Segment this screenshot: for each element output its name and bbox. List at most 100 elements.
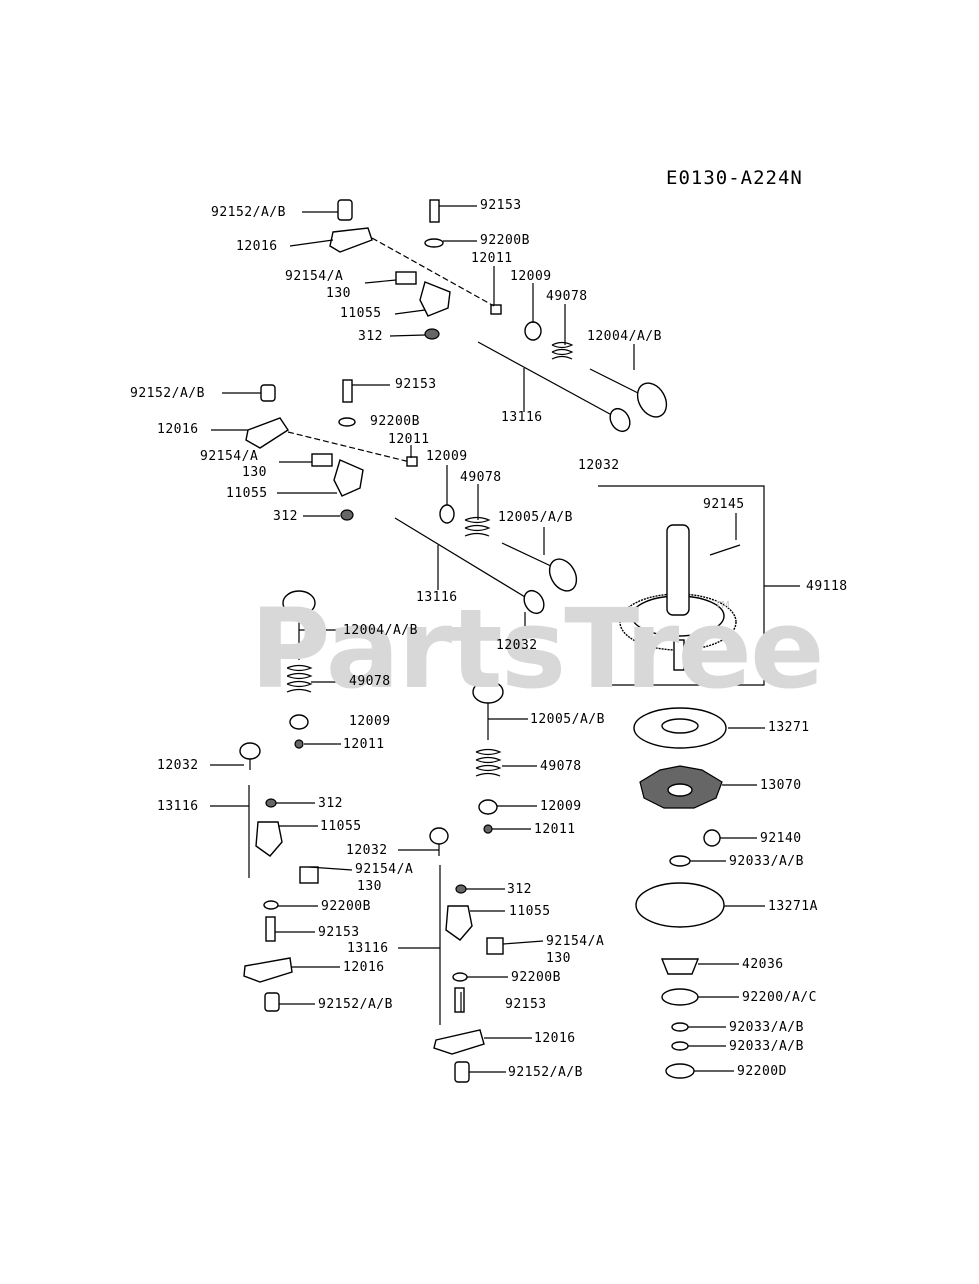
part-label: 12009 — [540, 799, 582, 814]
rocker-pivot-part — [260, 384, 276, 402]
rocker-assembly-middle — [245, 379, 578, 615]
part-label: 12032 — [157, 758, 199, 773]
part-label: 12011 — [534, 822, 576, 837]
part-label: 92152/A/B — [130, 386, 205, 401]
cap-part — [490, 304, 502, 315]
valve-head-part — [636, 382, 668, 418]
part-label: 92200B — [321, 899, 371, 914]
rocker-bracket-part — [445, 905, 473, 941]
part-label: 11055 — [509, 904, 551, 919]
push-rod-part — [477, 341, 631, 426]
lifter-part — [429, 827, 449, 845]
part-label: 49078 — [349, 674, 391, 689]
part-label: 12009 — [426, 449, 468, 464]
rocker-arm-part — [433, 1029, 485, 1055]
part-label: 92152/A/B — [318, 997, 393, 1012]
adjust-screw-part — [342, 379, 353, 403]
part-label: 92200B — [370, 414, 420, 429]
part-label: 312 — [273, 509, 298, 524]
valve-head-part — [548, 558, 578, 592]
part-label: 12011 — [343, 737, 385, 752]
part-label: 12005/A/B — [498, 510, 573, 525]
part-label: 92033/A/B — [729, 1039, 804, 1054]
valve-stem-part — [589, 368, 641, 395]
part-label: 13116 — [347, 941, 389, 956]
part-label: 12016 — [157, 422, 199, 437]
cap-part — [294, 739, 304, 749]
part-label: 92153 — [480, 198, 522, 213]
rocker-pivot-part — [337, 199, 353, 221]
sleeve-part — [660, 958, 700, 975]
weight-hub-part — [667, 783, 693, 797]
part-label: 49078 — [540, 759, 582, 774]
part-label: 42036 — [742, 957, 784, 972]
bolt-part — [299, 866, 319, 884]
washer-part — [665, 1063, 695, 1079]
part-label: 92140 — [760, 831, 802, 846]
part-label: 130 — [546, 951, 571, 966]
part-label: 11055 — [226, 486, 268, 501]
part-label: 12009 — [510, 269, 552, 284]
dish-part — [635, 882, 725, 928]
part-label: 12016 — [343, 960, 385, 975]
washer-part — [452, 972, 468, 982]
ring-part — [669, 855, 691, 867]
part-label: 49078 — [460, 470, 502, 485]
part-label: 92033/A/B — [729, 1020, 804, 1035]
part-label: 312 — [507, 882, 532, 897]
part-label: 312 — [358, 329, 383, 344]
assembly-line — [371, 237, 495, 307]
part-label: 92154/A — [546, 934, 605, 949]
part-label: 92145 — [703, 497, 745, 512]
ball-part — [703, 829, 721, 847]
pin-part — [709, 544, 741, 556]
spring-part — [551, 341, 574, 360]
spring-part — [286, 664, 313, 693]
rocker-bracket-part — [255, 821, 283, 857]
part-label: 12016 — [236, 239, 278, 254]
spring-part — [464, 516, 491, 537]
part-label: 92200/A/C — [742, 990, 817, 1005]
spring-part — [475, 748, 502, 777]
part-label: 92153 — [395, 377, 437, 392]
valve-group-left — [239, 590, 319, 1012]
rocker-bracket-part — [333, 459, 364, 497]
nut-part — [455, 884, 467, 894]
part-label: 130 — [326, 286, 351, 301]
part-label: 12004/A/B — [587, 329, 662, 344]
rocker-arm-part — [243, 957, 293, 983]
cam-lobe-part — [666, 524, 690, 616]
valve-group-middle — [429, 680, 504, 1083]
part-label: 12011 — [388, 432, 430, 447]
part-label: 11055 — [320, 819, 362, 834]
disc-hole-part — [661, 718, 699, 734]
diagram-code: E0130-A224N — [666, 167, 803, 189]
part-label: 12032 — [578, 458, 620, 473]
part-label: 12032 — [346, 843, 388, 858]
part-label: 13070 — [760, 778, 802, 793]
camshaft-assembly — [598, 485, 800, 686]
rocker-pivot-part — [454, 1061, 470, 1083]
part-label: 49118 — [806, 579, 848, 594]
part-label: 130 — [357, 879, 382, 894]
adjust-screw-part — [429, 199, 440, 223]
assembly-line — [287, 431, 411, 463]
part-label: 12032 — [496, 638, 538, 653]
part-label: 13116 — [157, 799, 199, 814]
nut-part — [340, 509, 354, 521]
adjust-screw-part — [265, 916, 276, 942]
leader-lines — [210, 205, 765, 1073]
retainer-part — [439, 504, 455, 524]
washer-part — [338, 417, 356, 427]
lifter-part — [523, 589, 545, 615]
nut-part — [424, 328, 440, 340]
washer-part — [263, 900, 279, 910]
push-rod-part — [394, 517, 531, 601]
retainer-part — [289, 714, 309, 730]
part-label: 12009 — [349, 714, 391, 729]
part-label: 49078 — [546, 289, 588, 304]
ring-part — [671, 1022, 689, 1032]
governor-stack — [633, 707, 727, 1079]
ring-part — [671, 1041, 689, 1051]
